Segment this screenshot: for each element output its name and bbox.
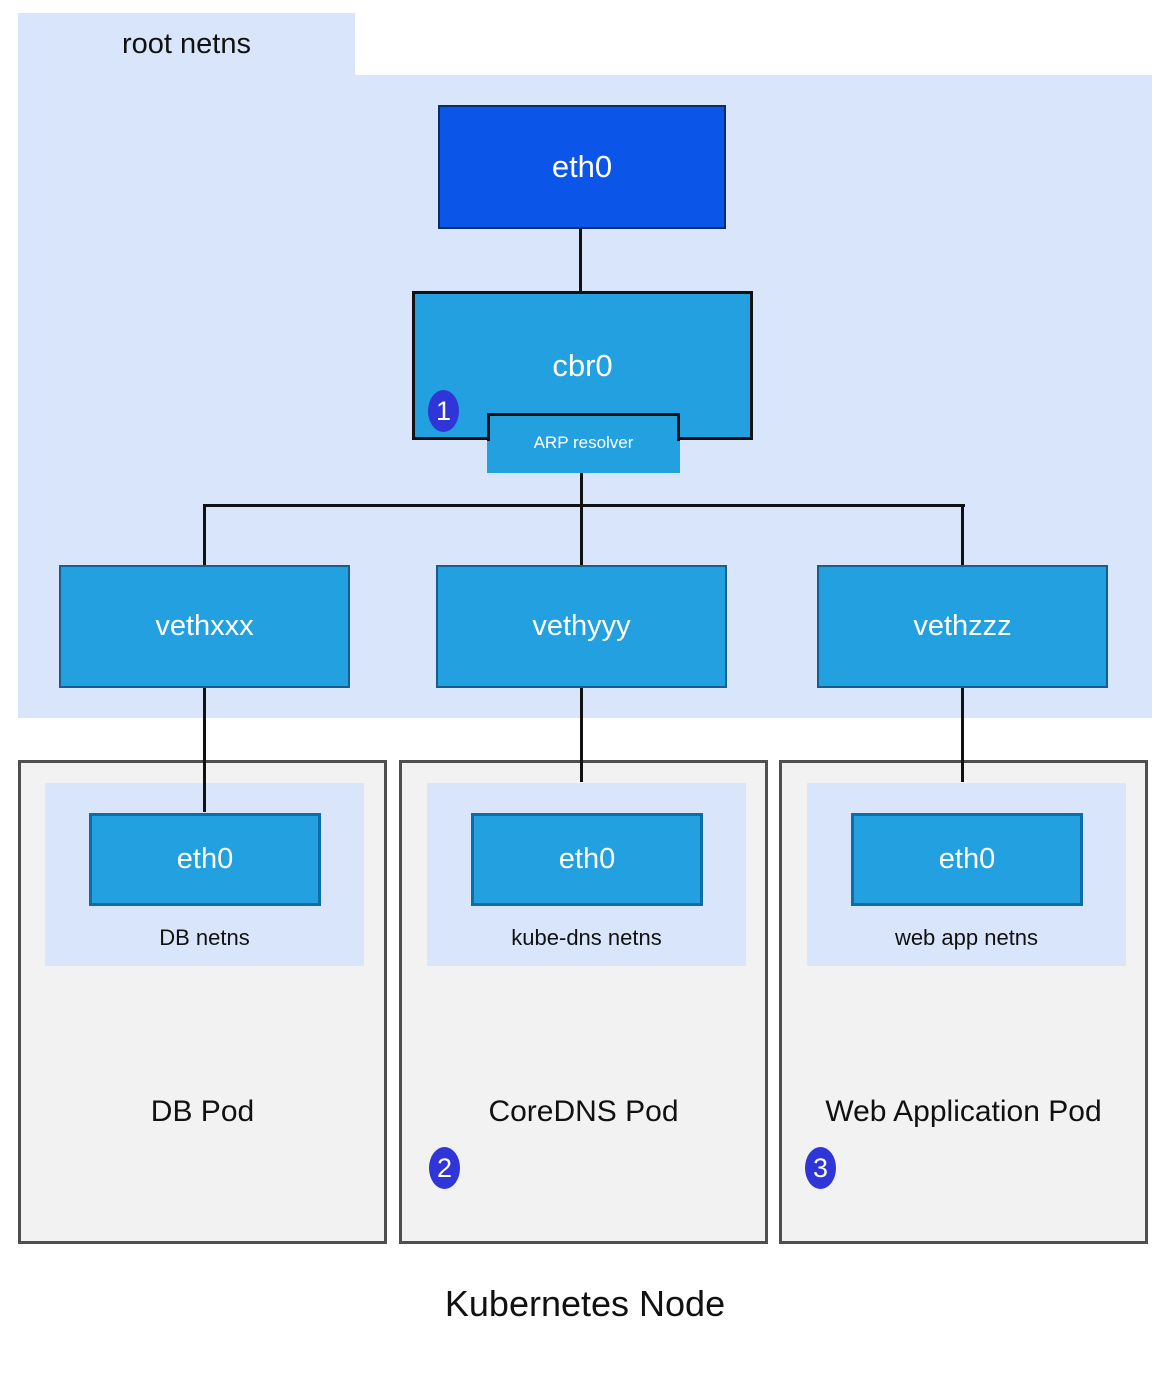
connector-vethyyy-dns-netns [580,688,583,782]
node-eth0-box: eth0 [438,105,726,229]
db-pod: eth0 DB netns DB Pod [18,760,387,1244]
db-pod-name: DB Pod [150,1095,255,1128]
connector-bus-vethyyy [580,505,583,567]
web-app-pod: eth0 web app netns Web Application Pod [779,760,1148,1244]
step-badge-2-number: 2 [436,1152,453,1183]
kube-dns-netns-label: kube-dns netns [511,925,662,950]
cbr0-label: cbr0 [552,347,613,383]
vethxxx-box: vethxxx [59,565,350,688]
coredns-pod-eth0-label: eth0 [558,843,616,875]
web-app-netns-label: web app netns [894,925,1039,950]
connector-vethzzz-web-netns [961,688,964,782]
coredns-pod: eth0 kube-dns netns CoreDNS Pod [399,760,768,1244]
coredns-pod-name: CoreDNS Pod [488,1095,679,1128]
vethzzz-label: vethzzz [913,610,1012,642]
arp-resolver-border [487,413,680,441]
kube-dns-netns-panel: eth0 kube-dns netns [427,783,746,966]
db-netns-panel: eth0 DB netns [45,783,364,966]
root-netns-tab: root netns [18,13,355,75]
step-badge-3-number: 3 [812,1152,829,1183]
connector-bus-vethxxx [203,505,206,565]
connector-bus-vethzzz [961,505,964,567]
db-pod-eth0-box: eth0 [89,813,321,906]
step-badge-1-number: 1 [435,395,452,426]
connector-arp-bus [580,473,583,507]
vethzzz-box: vethzzz [817,565,1108,688]
step-badge-2: 2 [429,1147,460,1189]
arp-resolver-label: ARP resolver [533,433,634,452]
step-badge-1: 1 [428,390,459,432]
diagram-title: Kubernetes Node [444,1283,726,1324]
connector-bus [203,504,965,507]
step-badge-3: 3 [805,1147,836,1189]
web-app-netns-panel: eth0 web app netns [807,783,1126,966]
web-app-pod-name: Web Application Pod [825,1095,1102,1128]
node-eth0-label: eth0 [551,149,613,184]
vethyyy-box: vethyyy [436,565,727,688]
vethxxx-label: vethxxx [155,610,254,642]
coredns-pod-eth0-box: eth0 [471,813,703,906]
web-app-pod-eth0-label: eth0 [938,843,996,875]
root-netns-label: root netns [122,27,251,60]
web-app-pod-eth0-box: eth0 [851,813,1083,906]
db-netns-label: DB netns [159,925,250,950]
db-pod-eth0-label: eth0 [176,843,234,875]
connector-eth0-cbr0 [579,228,582,292]
connector-vethxxx-db-eth0 [203,688,206,812]
vethyyy-label: vethyyy [532,610,631,642]
arp-resolver-box: ARP resolver [487,413,680,473]
